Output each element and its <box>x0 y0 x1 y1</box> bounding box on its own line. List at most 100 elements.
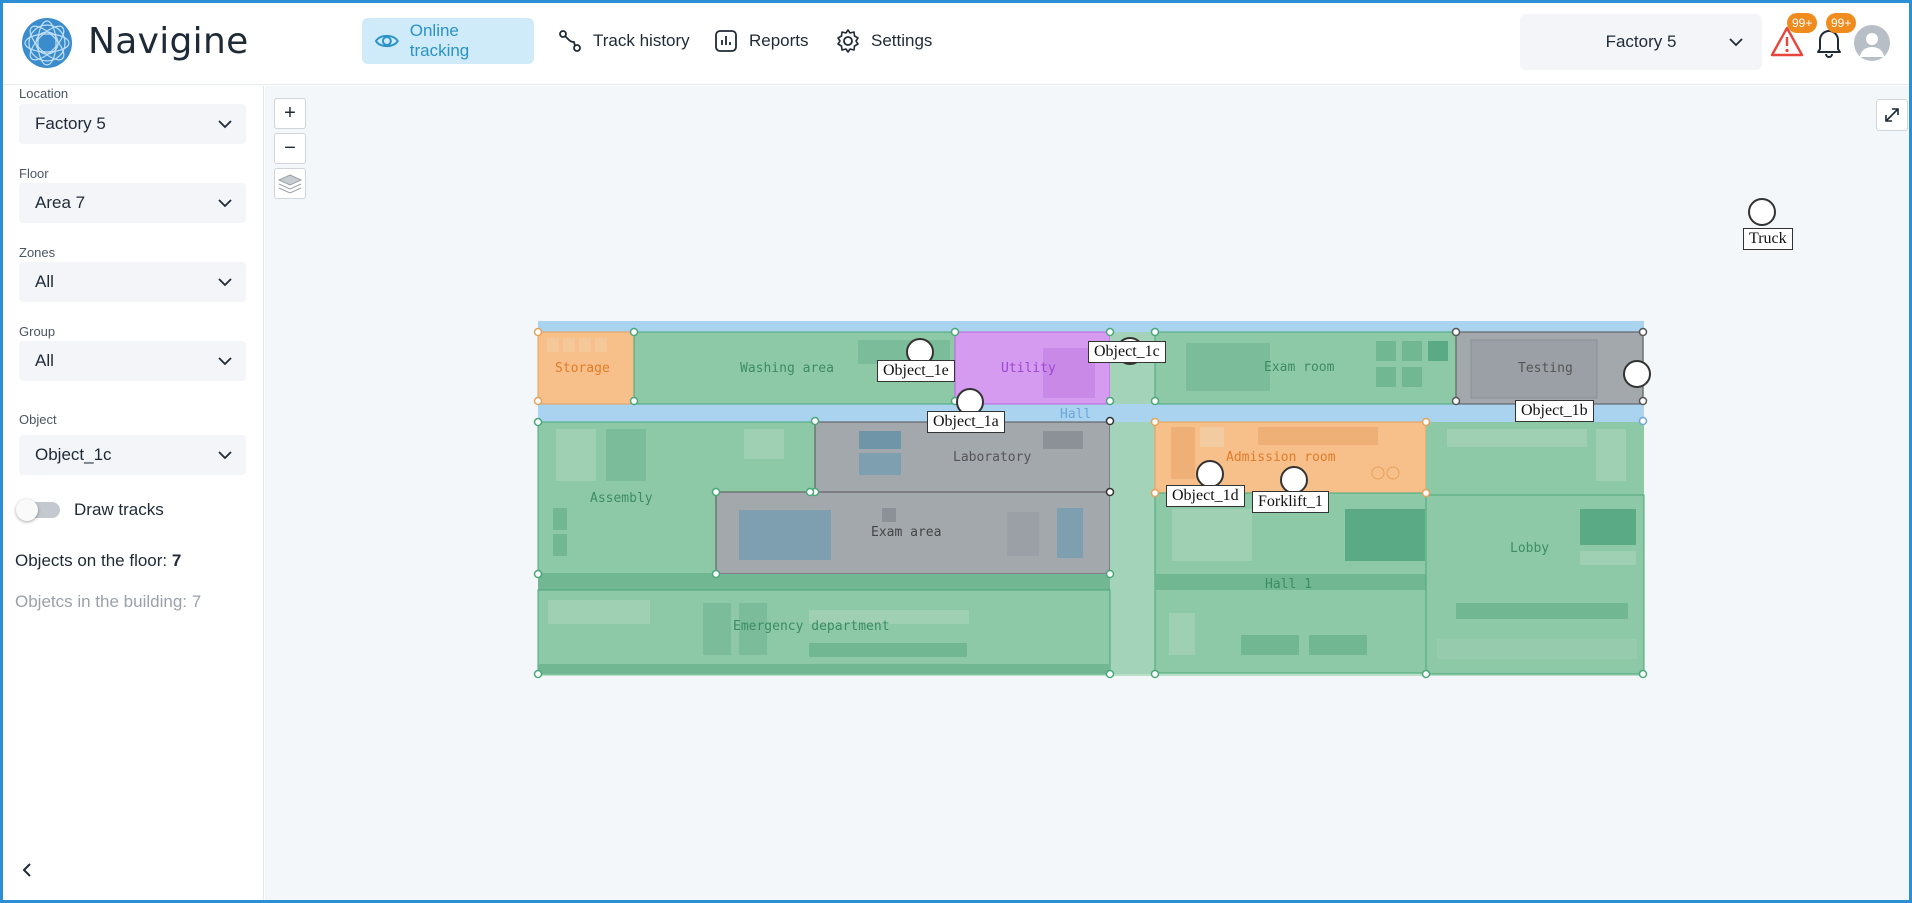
user-icon <box>1860 33 1884 57</box>
objects-in-building: Objetcs in the building: 7 <box>15 592 202 611</box>
brand-name: Navigine <box>88 21 249 62</box>
hall-top-strip <box>538 321 1644 332</box>
emergency-furniture <box>538 600 1110 674</box>
hall-bottom-strip <box>538 574 1110 590</box>
storage-furniture <box>547 338 607 352</box>
location-label: Location <box>19 86 69 101</box>
zone-label-utility: Utility <box>1001 361 1056 376</box>
object-label-object-1c[interactable]: Object_1c <box>1088 341 1166 363</box>
location-value: Factory 5 <box>35 114 106 133</box>
zone-label-admission: Admission room <box>1226 450 1336 465</box>
object-select[interactable]: Object_1c <box>19 435 246 475</box>
lobby-top-furniture <box>1447 429 1626 481</box>
expand-icon <box>1885 108 1899 122</box>
gear-icon <box>837 29 859 53</box>
header-location-select[interactable]: Factory 5 <box>1520 14 1762 70</box>
floor-plan[interactable]: Hall Storage Washing area Utility Exam r… <box>265 86 1909 900</box>
laboratory-furniture <box>859 431 1083 475</box>
object-label: Object <box>19 412 57 427</box>
objects-on-floor-label: Objects on the floor: <box>15 551 168 570</box>
location-select[interactable]: Factory 5 <box>19 104 246 144</box>
zone-label-laboratory: Laboratory <box>953 450 1031 465</box>
utility-furniture <box>1043 348 1095 398</box>
draw-tracks-toggle[interactable] <box>16 499 60 521</box>
object-label-object-1b[interactable]: Object_1b <box>1515 400 1594 422</box>
object-label-object-1e[interactable]: Object_1e <box>877 360 955 382</box>
chevron-down-icon <box>218 120 232 129</box>
hall-1-furniture <box>1155 509 1426 655</box>
object-marker-object-1b[interactable] <box>1623 360 1651 388</box>
zone-label-assembly: Assembly <box>590 491 653 506</box>
app-window: Navigine Online tracking Track history R… <box>3 3 1909 900</box>
group-value: All <box>35 351 54 370</box>
zone-storage[interactable] <box>537 331 635 405</box>
zoom-out-button[interactable]: − <box>274 133 306 164</box>
chevron-down-icon <box>218 278 232 287</box>
object-value: Object_1c <box>35 445 112 464</box>
chart-icon <box>715 30 737 52</box>
chevron-down-icon <box>218 451 232 460</box>
floor-select[interactable]: Area 7 <box>19 183 246 223</box>
object-label-forklift-1[interactable]: Forklift_1 <box>1252 491 1329 513</box>
nav-label: Track history <box>593 31 690 50</box>
fullscreen-button[interactable] <box>1876 99 1908 131</box>
lobby-furniture <box>1437 509 1637 659</box>
layers-icon <box>277 173 303 194</box>
zone-label-exam-room: Exam room <box>1264 360 1335 375</box>
object-label-object-1d[interactable]: Object_1d <box>1166 485 1245 507</box>
zone-vertex-handles[interactable] <box>533 327 1648 679</box>
nav-label: Settings <box>871 31 933 50</box>
sidebar: Location Factory 5 Floor Area 7 Zones Al… <box>3 86 264 900</box>
zones-label: Zones <box>19 245 56 260</box>
zone-label-exam-area: Exam area <box>871 525 941 540</box>
top-header: Navigine Online tracking Track history R… <box>3 3 1909 85</box>
zone-label-storage: Storage <box>555 361 610 376</box>
floor-value: Area 7 <box>35 193 86 212</box>
zones-select[interactable]: All <box>19 262 246 302</box>
nav-label: Reports <box>749 31 809 50</box>
eye-icon <box>374 34 399 48</box>
object-label-truck[interactable]: Truck <box>1743 228 1793 250</box>
corridor-vertical <box>1110 422 1155 674</box>
object-marker-truck[interactable] <box>1748 198 1776 226</box>
route-icon <box>559 30 581 52</box>
zone-label-lobby: Lobby <box>1510 541 1549 556</box>
zoom-in-button[interactable]: + <box>274 98 306 129</box>
notifications-badge: 99+ <box>1826 13 1857 33</box>
object-marker-object-1d[interactable] <box>1196 460 1224 488</box>
zone-label-hall-1: Hall 1 <box>1265 577 1312 592</box>
object-marker-forklift-1[interactable] <box>1280 466 1308 494</box>
layers-button[interactable] <box>274 168 306 199</box>
nav-online-tracking[interactable]: Online tracking <box>362 18 534 64</box>
map-canvas[interactable]: Hall Storage Washing area Utility Exam r… <box>265 86 1909 900</box>
zone-label-washing: Washing area <box>740 361 834 376</box>
floor-label: Floor <box>19 166 49 181</box>
chevron-down-icon <box>218 199 232 208</box>
admission-furniture <box>1171 427 1400 480</box>
objects-on-floor: Objects on the floor: 7 <box>15 551 181 571</box>
alert-icon[interactable] <box>1770 25 1804 59</box>
nav-settings[interactable]: Settings <box>823 18 944 64</box>
location-select-value: Factory 5 <box>1605 32 1677 51</box>
zones-value: All <box>35 272 54 291</box>
chevron-down-icon <box>218 357 232 366</box>
exam-room-furniture <box>1186 341 1448 391</box>
exam-area-furniture <box>739 508 1083 560</box>
chevron-down-icon <box>1729 38 1743 47</box>
object-label-object-1a[interactable]: Object_1a <box>927 411 1005 433</box>
collapse-sidebar-icon[interactable] <box>19 862 35 878</box>
group-select[interactable]: All <box>19 341 246 381</box>
zone-label-emergency: Emergency department <box>733 619 890 634</box>
nav-reports[interactable]: Reports <box>701 18 821 64</box>
testing-furniture <box>1470 339 1598 399</box>
alerts-badge: 99+ <box>1787 13 1818 33</box>
zone-label-hall: Hall <box>1060 407 1091 422</box>
assembly-furniture <box>553 429 784 556</box>
draw-tracks-label: Draw tracks <box>74 500 164 519</box>
avatar[interactable] <box>1854 25 1890 61</box>
nav-track-history[interactable]: Track history <box>545 18 702 64</box>
navigine-logo-icon[interactable] <box>21 17 73 69</box>
objects-on-floor-value: 7 <box>171 551 182 570</box>
zone-label-testing: Testing <box>1518 361 1573 376</box>
group-label: Group <box>19 324 56 339</box>
